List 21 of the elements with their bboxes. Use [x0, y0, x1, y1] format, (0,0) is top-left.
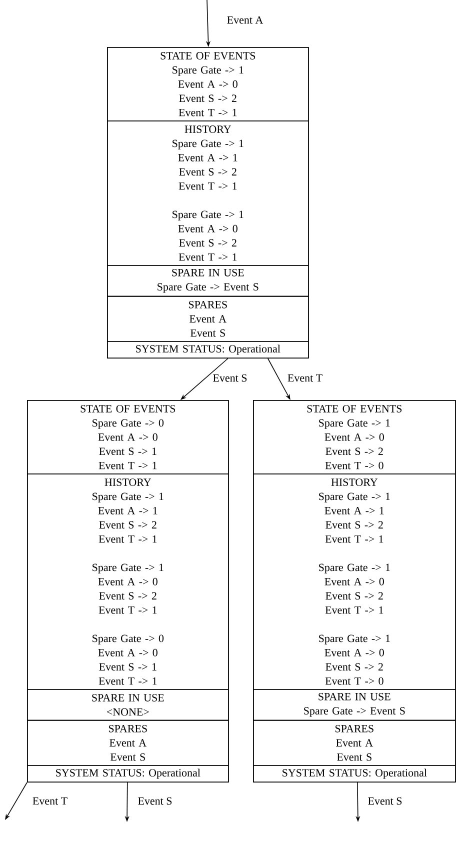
record-section: STATE OF EVENTS Spare Gate -> 1 Event A -> 0 Event S -> 2 Event T -> 1	[107, 47, 309, 122]
edge-label: Event S	[136, 796, 174, 806]
record-section: SPARE IN USE Spare Gate -> Event S	[253, 689, 456, 721]
edge-label: Event S	[366, 796, 404, 806]
record-section: HISTORY Spare Gate -> 1 Event A -> 1 Event S -> 2 Event T -> 1 Spare Gate -> 1 Event A -> 0 Event S -> 2 Event T -> 1 Spare Gate -> 0 Event A -> 0 Event S -> 1 Event T -> 1	[27, 474, 229, 690]
record-section: STATE OF EVENTS Spare Gate -> 1 Event A -> 0 Event S -> 2 Event T -> 0	[253, 400, 456, 474]
edge-label: Event S	[212, 373, 248, 383]
record-section: SPARES Event A Event S	[253, 720, 456, 766]
record-section: SPARES Event A Event S	[107, 296, 309, 342]
record-section: SPARE IN USE <NONE>	[27, 689, 229, 721]
record-section: HISTORY Spare Gate -> 1 Event A -> 1 Event S -> 2 Event T -> 1 Spare Gate -> 1 Event A -> 0 Event S -> 2 Event T -> 1 Spare Gate -> 1 Event A -> 0 Event S -> 2 Event T -> 0	[253, 474, 456, 690]
record-section: STATE OF EVENTS Spare Gate -> 0 Event A -> 0 Event S -> 1 Event T -> 1	[27, 400, 229, 474]
record-section: HISTORY Spare Gate -> 1 Event A -> 1 Event S -> 2 Event T -> 1 Spare Gate -> 1 Event A -> 0 Event S -> 2 Event T -> 1	[107, 120, 309, 266]
record-section: SPARE IN USE Spare Gate -> Event S	[107, 265, 309, 297]
record-section: SYSTEM STATUS: Operational	[253, 765, 456, 782]
edge-label: Event T	[31, 796, 69, 806]
edge-label: Event A	[226, 15, 264, 25]
record-section: SYSTEM STATUS: Operational	[107, 341, 309, 358]
record-section: SYSTEM STATUS: Operational	[27, 765, 229, 782]
record-section: SPARES Event A Event S	[27, 720, 229, 766]
edge-label: Event T	[286, 373, 324, 383]
